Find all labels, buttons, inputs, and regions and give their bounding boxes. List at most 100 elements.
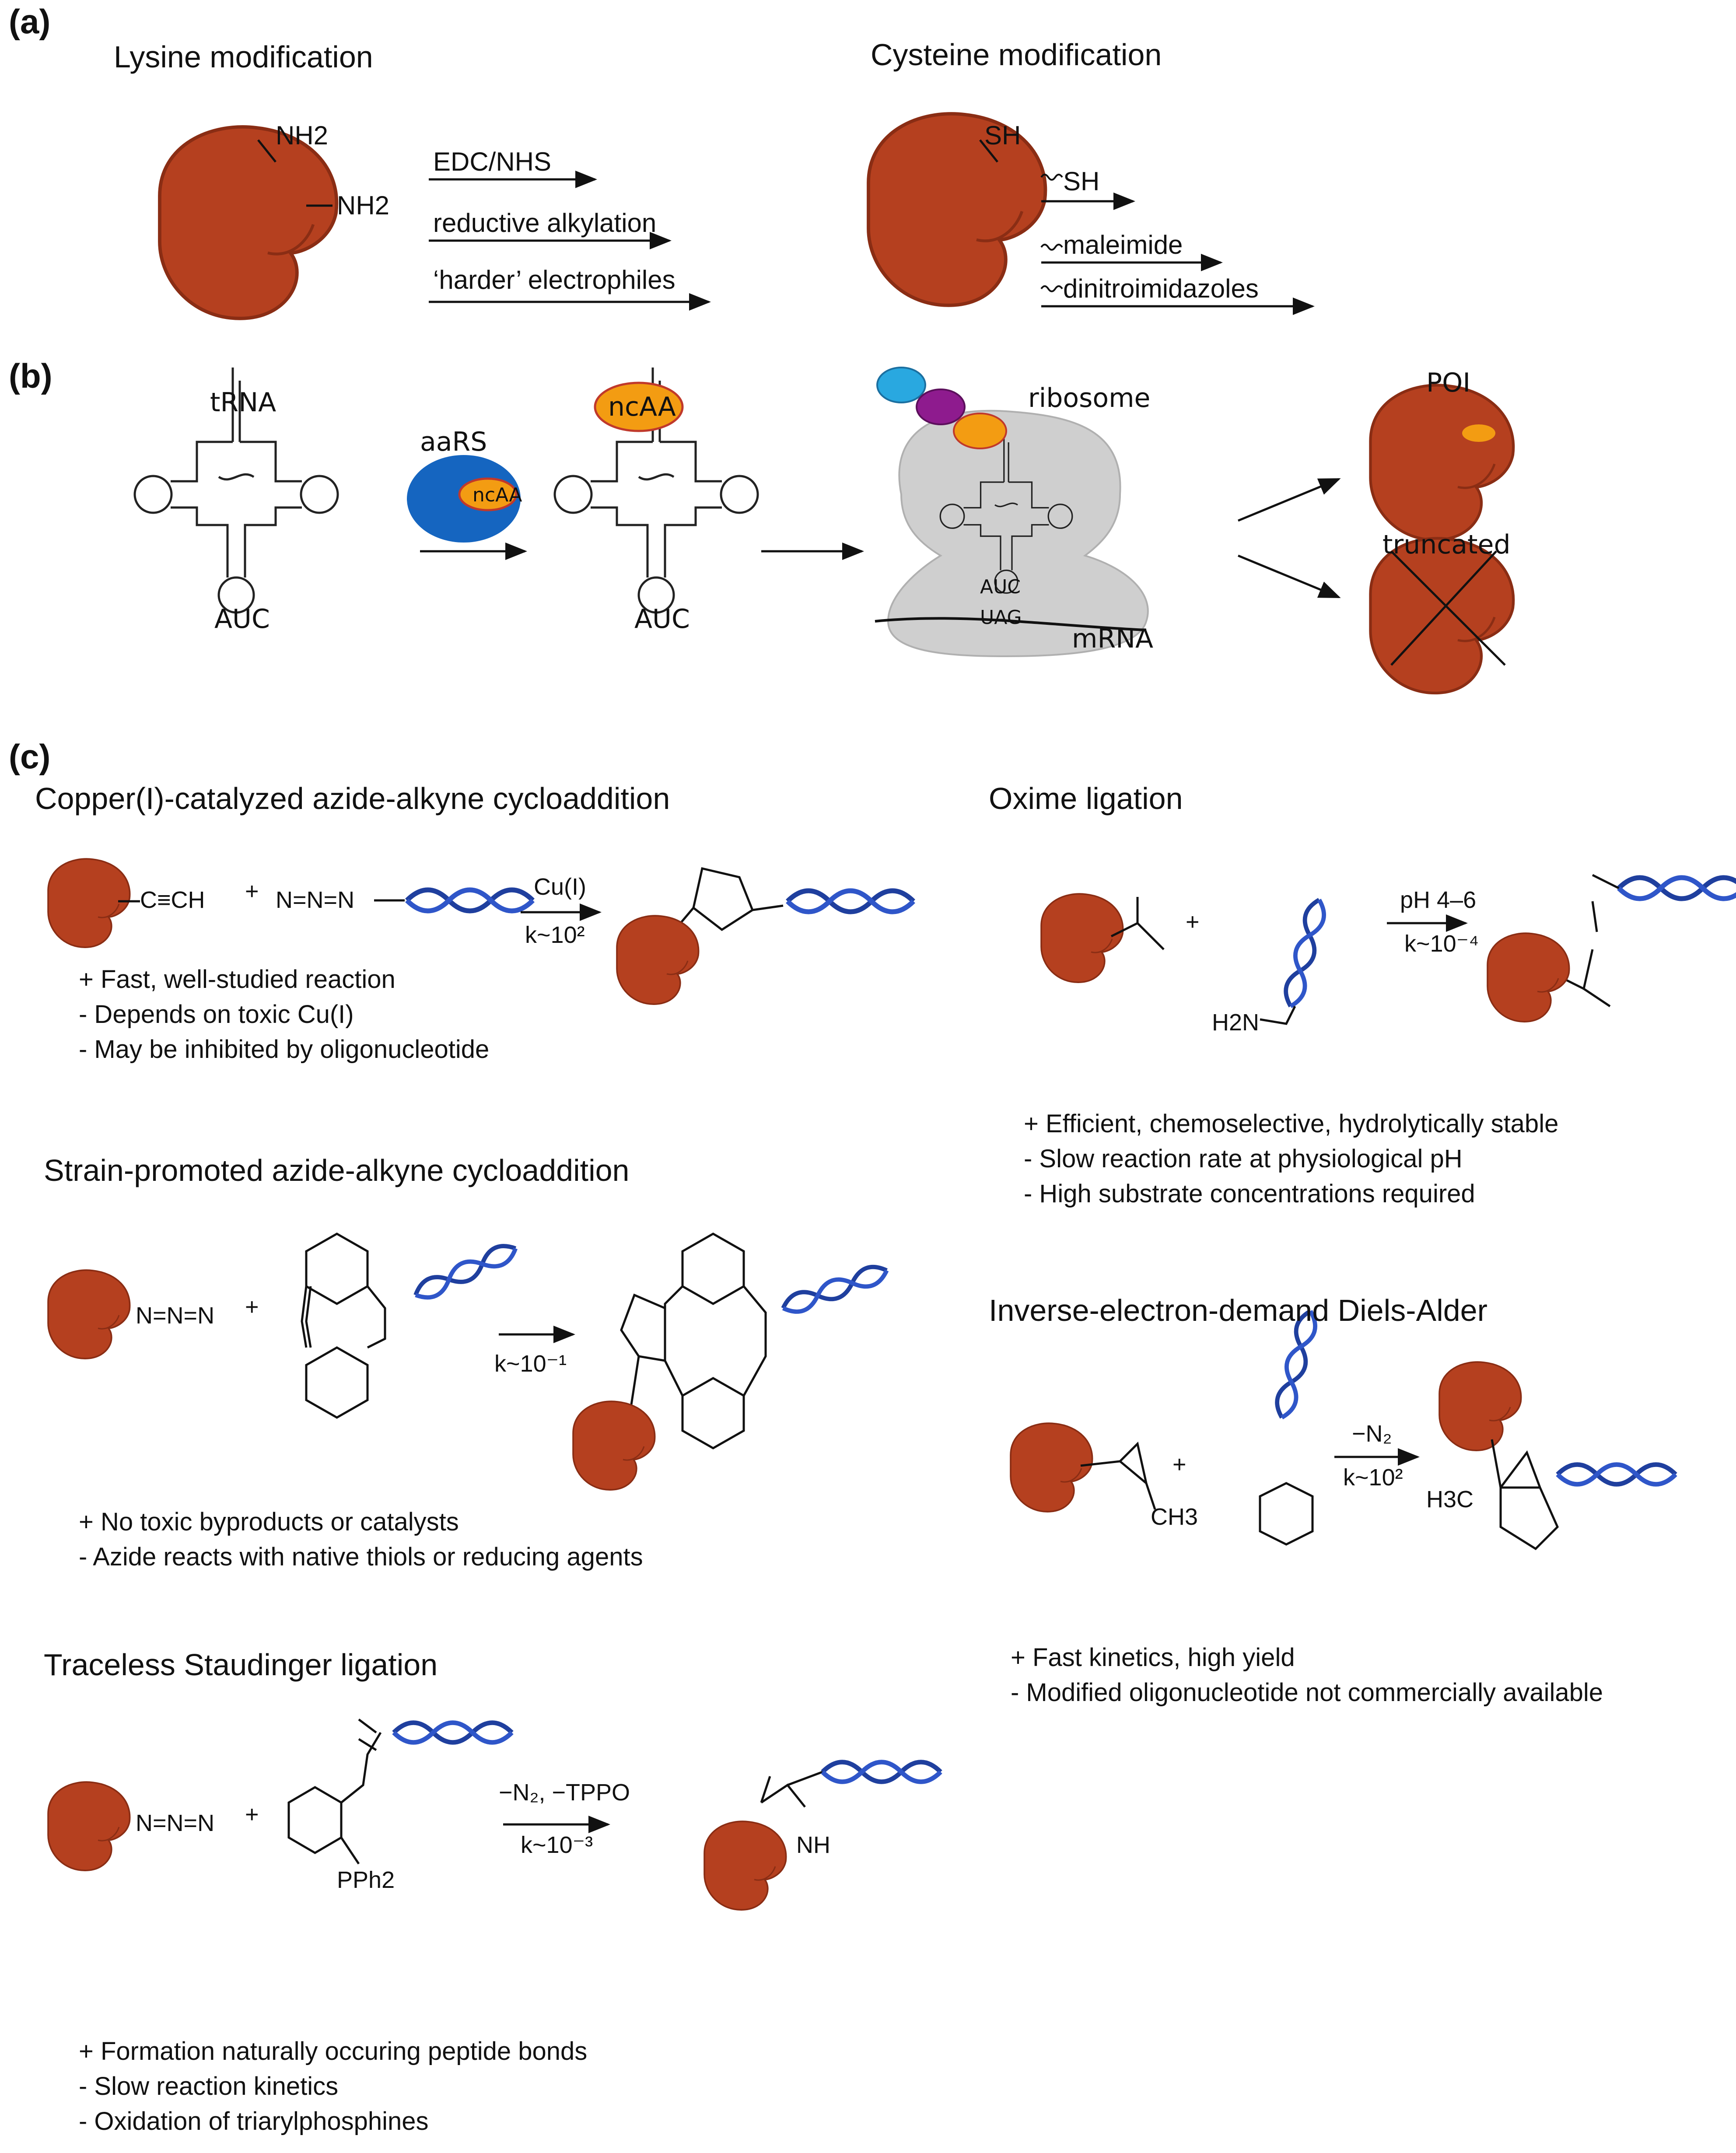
lysine-group-2: NH2 <box>337 191 390 220</box>
cysteine-group: SH <box>984 121 1021 150</box>
lysine-group-1: NH2 <box>276 121 329 150</box>
bead-orange <box>953 413 1007 449</box>
cuaac-product-protein <box>616 915 700 1005</box>
iedda-pro: + Fast kinetics, high yield <box>1011 1643 1295 1672</box>
oxime-title: Oxime ligation <box>989 781 1183 816</box>
oxime-con-2: - High substrate concentrations required <box>1024 1180 1475 1208</box>
staudinger-title: Traceless Staudinger ligation <box>44 1648 438 1682</box>
cysteine-title: Cysteine modification <box>871 38 1162 72</box>
ribosome-anticodon-label: AUC <box>980 576 1021 598</box>
truncated-protein <box>1371 538 1514 693</box>
staudinger-pph2: PPh2 <box>337 1867 395 1893</box>
cuaac-protein <box>47 858 131 948</box>
oxime-condition: pH 4–6 <box>1400 887 1477 913</box>
lysine-reagent-1: EDC/NHS <box>433 147 552 176</box>
poi-label: POI <box>1426 368 1471 398</box>
staudinger-plus: + <box>245 1801 259 1827</box>
spaac-title: Strain-promoted azide-alkyne cycloadditi… <box>44 1153 630 1187</box>
iedda-protein <box>1010 1422 1093 1512</box>
spaac-pro: + No toxic byproducts or catalysts <box>79 1508 459 1536</box>
cuaac-pro: + Fast, well-studied reaction <box>79 965 396 994</box>
poi-ncaa <box>1462 424 1495 442</box>
cysteine-reagent-2: maleimide <box>1063 230 1183 259</box>
cuaac-con-1: - Depends on toxic Cu(I) <box>79 1000 354 1029</box>
oxime-product-dna <box>1619 878 1736 899</box>
oxime-rate: k~10⁻⁴ <box>1404 931 1479 957</box>
spaac-protein <box>47 1269 131 1359</box>
aars-label: aaRS <box>420 427 487 457</box>
ncaa-bound <box>458 477 518 511</box>
ncaa-on-trna <box>594 382 684 432</box>
oxime-pro: + Efficient, chemoselective, hydrolytica… <box>1024 1110 1559 1138</box>
cuaac-alkyne: C≡CH <box>140 887 205 913</box>
cuaac-rate: k~10² <box>525 922 585 948</box>
cysteine-reagent-1: SH <box>1063 167 1100 196</box>
dibenzocyclooctyne <box>301 1232 386 1419</box>
mrna-strand <box>875 617 1147 631</box>
iedda-title: Inverse-electron-demand Diels-Alder <box>989 1293 1488 1327</box>
codon-label: UAG <box>980 606 1022 629</box>
staudinger-protein <box>47 1781 131 1871</box>
aars-ncaa-label: ncAA <box>472 484 522 506</box>
iedda-ch3: CH3 <box>1151 1504 1198 1530</box>
panel-label-c: (c) <box>9 737 51 776</box>
ribosome-label: ribosome <box>1028 383 1151 413</box>
anticodon-label-1: AUC <box>214 604 270 634</box>
iedda-h3c: H3C <box>1426 1486 1474 1512</box>
cysteine-reagent-3: dinitroimidazoles <box>1063 274 1259 303</box>
iedda-rate: k~10² <box>1343 1464 1403 1491</box>
iedda-product-dna <box>1558 1465 1676 1484</box>
iedda-con: - Modified oligonucleotide not commercia… <box>1011 1678 1603 1707</box>
lysine-reagent-2: reductive alkylation <box>433 208 657 238</box>
tetrazine <box>1259 1482 1314 1546</box>
spaac-azide: N=N=N <box>136 1302 215 1329</box>
spaac-plus: + <box>245 1294 259 1320</box>
truncated-label: truncated <box>1382 529 1511 560</box>
oxime-plus: + <box>1186 909 1200 935</box>
staudinger-condition: −N₂, −TPPO <box>499 1779 630 1806</box>
spaac-rate: k~10⁻¹ <box>494 1351 567 1377</box>
oxime-protein <box>1040 893 1124 983</box>
staudinger-product-dna <box>822 1762 941 1782</box>
cuaac-plus: + <box>245 878 259 904</box>
staudinger-rate: k~10⁻³ <box>521 1832 593 1858</box>
cuaac-dna <box>407 890 533 911</box>
spaac-product-protein <box>572 1400 656 1491</box>
staudinger-con-1: - Slow reaction kinetics <box>79 2072 339 2100</box>
panel-label-a: (a) <box>9 2 51 41</box>
cuaac-product-dna <box>788 891 914 912</box>
oxime-dna <box>1282 897 1328 1008</box>
anticodon-label-2: AUC <box>634 604 690 634</box>
iedda-condition: −N₂ <box>1352 1421 1392 1447</box>
ncaa-label: ncAA <box>608 392 676 422</box>
staudinger-con-2: - Oxidation of triarylphosphines <box>79 2107 429 2135</box>
triazole-product <box>620 1232 767 1449</box>
ribosome <box>887 410 1149 658</box>
staudinger-product-protein <box>704 1820 787 1911</box>
cuaac-azide: N=N=N <box>276 887 355 913</box>
lysine-protein <box>160 127 336 319</box>
bead-purple <box>916 389 966 425</box>
spaac-product-dna <box>780 1262 890 1317</box>
oxime-con-1: - Slow reaction rate at physiological pH <box>1024 1145 1463 1173</box>
staudinger-azide: N=N=N <box>136 1810 215 1836</box>
trna-label: tRNA <box>210 387 276 418</box>
iedda-product <box>1491 1439 1559 1551</box>
spaac-dna <box>412 1240 519 1303</box>
bead-blue <box>876 367 926 403</box>
spaac-con: - Azide reacts with native thiols or red… <box>79 1543 643 1571</box>
lysine-title: Lysine modification <box>114 40 373 74</box>
mrna-label: mRNA <box>1072 623 1154 654</box>
oxime-product-protein <box>1487 932 1570 1022</box>
poi-protein <box>1371 385 1514 540</box>
iedda-plus: + <box>1172 1451 1186 1477</box>
lysine-reagent-3: ‘harder’ electrophiles <box>433 265 676 294</box>
cuaac-title: Copper(I)-catalyzed azide-alkyne cycload… <box>35 781 670 816</box>
phosphinophenol-ester <box>287 1719 382 1865</box>
staudinger-nh: NH <box>796 1832 830 1858</box>
panel-label-b: (b) <box>9 357 52 395</box>
iedda-product-protein <box>1438 1361 1522 1451</box>
staudinger-pro: + Formation naturally occuring peptide b… <box>79 2037 588 2065</box>
